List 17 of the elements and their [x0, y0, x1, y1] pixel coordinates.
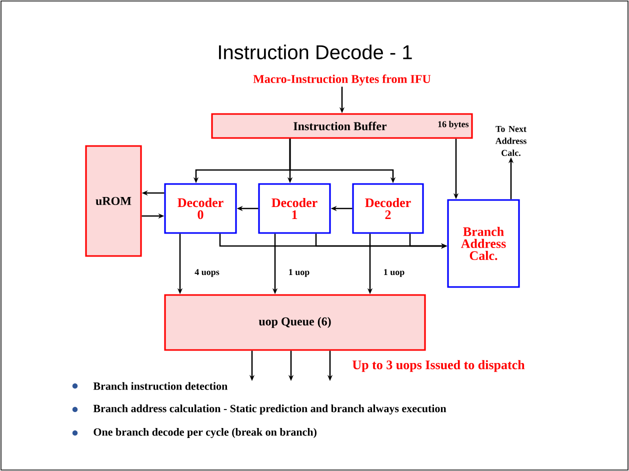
edge-label: 1 uop [287, 268, 311, 278]
header-text: Macro-Instruction Bytes from IFU [253, 74, 431, 86]
queue-box: uop Queue (6) [164, 294, 426, 351]
note-text: Up to 3 uops Issued to dispatch [352, 360, 525, 372]
target-text: To Next Address Calc. [495, 126, 526, 156]
decoder-box: Decoder 1 [258, 183, 331, 234]
rom-box: uROM [85, 145, 142, 257]
bullet-text: Branch instruction detection [93, 382, 228, 390]
decoder-box: Decoder 0 [164, 183, 237, 234]
branch-unit-box: Branch Address Calc. [447, 199, 520, 288]
decoder-box: Decoder 2 [352, 183, 424, 234]
edge-label: 1 uop [382, 268, 406, 278]
edge-label: 4 uops [194, 268, 220, 278]
buffer-box: Instruction Buffer 16 bytes [211, 113, 473, 139]
bullet-text: Branch address calculation - Static prediction and branch always execution [93, 404, 446, 414]
title: Instruction Decode - 1 [219, 44, 412, 60]
bullet-text: One branch decode per cycle (break on branch) [94, 428, 316, 438]
